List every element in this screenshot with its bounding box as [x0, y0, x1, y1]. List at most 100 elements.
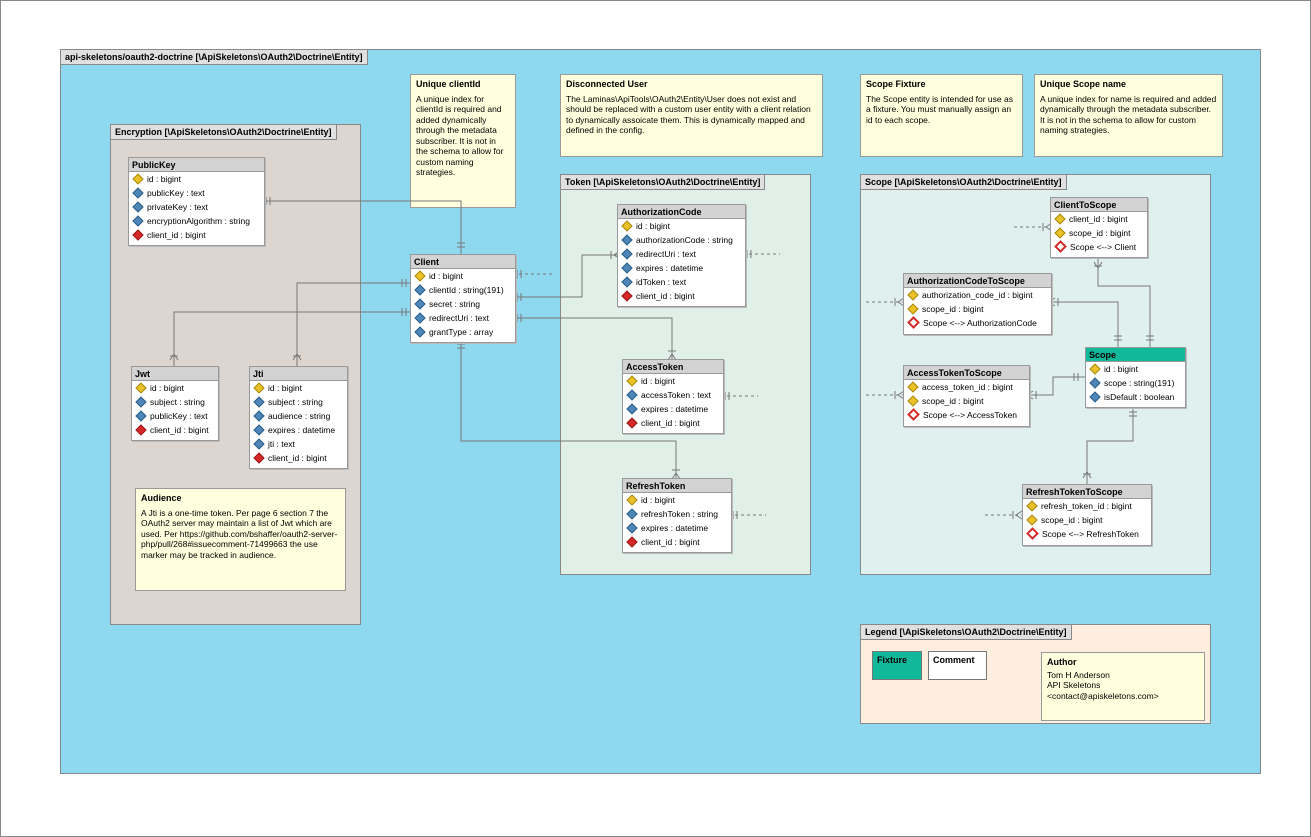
entity-attribute-row: refresh_token_id : bigint [1023, 499, 1151, 513]
entity-attribute-row: authorizationCode : string [618, 233, 745, 247]
entity-title: AccessTokenToScope [904, 366, 1029, 380]
entity-title: ClientToScope [1051, 198, 1147, 212]
entity-title: AuthorizationCode [618, 205, 745, 219]
foreign-key-icon [626, 536, 638, 548]
column-icon [621, 234, 633, 246]
entity-attribute-row: audience : string [250, 409, 347, 423]
entity-attribute-row: id : bigint [618, 219, 745, 233]
primary-key-icon [135, 382, 147, 394]
note-title: Audience [141, 493, 182, 503]
note-scope-fixture: Scope Fixture The Scope entity is intend… [860, 74, 1023, 157]
attribute-text: scope_id : bigint [1041, 515, 1103, 525]
entity-attribute-row: client_id : bigint [129, 228, 264, 242]
entity-attribute-row: expires : datetime [623, 521, 731, 535]
attribute-text: expires : datetime [636, 263, 704, 273]
primary-key-icon [621, 220, 633, 232]
note-text: The Scope entity is intended for use as … [866, 93, 1013, 125]
note-title: Unique Scope name [1040, 79, 1127, 89]
attribute-text: refreshToken : string [641, 509, 719, 519]
note-text: The Laminas\ApiTools\OAuth2\Entity\User … [566, 93, 811, 136]
attribute-text: redirectUri : text [636, 249, 696, 259]
note-unique-clientid: Unique clientId A unique index for clien… [410, 74, 516, 208]
entity-attribute-row: authorization_code_id : bigint [904, 288, 1051, 302]
entity-accesstokentoscope[interactable]: AccessTokenToScope access_token_id : big… [903, 365, 1030, 427]
column-icon [253, 424, 265, 436]
column-icon [253, 410, 265, 422]
entity-attribute-row: id : bigint [623, 374, 723, 388]
entity-refreshtokentoscope[interactable]: RefreshTokenToScope refresh_token_id : b… [1022, 484, 1152, 546]
attribute-text: id : bigint [641, 376, 676, 386]
attribute-text: Scope <--> RefreshToken [1042, 529, 1139, 539]
entity-authorizationcodetoscope[interactable]: AuthorizationCodeToScope authorization_c… [903, 273, 1052, 335]
attribute-text: secret : string [429, 299, 481, 309]
entity-attribute-row: scope_id : bigint [904, 394, 1029, 408]
primary-key-icon [1054, 213, 1066, 225]
entity-attribute-row: jti : text [250, 437, 347, 451]
entity-title: AuthorizationCodeToScope [904, 274, 1051, 288]
entity-attribute-row: Scope <--> AuthorizationCode [904, 316, 1051, 330]
note-text: A unique index for clientId is required … [416, 93, 504, 178]
entity-title: AccessToken [623, 360, 723, 374]
attribute-text: client_id : bigint [636, 291, 695, 301]
entity-attribute-row: scope_id : bigint [904, 302, 1051, 316]
note-unique-scope-name: Unique Scope name A unique index for nam… [1034, 74, 1223, 157]
main-package-title: api-skeletons/oauth2-doctrine [\ApiSkele… [61, 50, 368, 65]
entity-title: RefreshTokenToScope [1023, 485, 1151, 499]
column-icon [1089, 377, 1101, 389]
entity-attribute-row: idToken : text [618, 275, 745, 289]
entity-attribute-row: isDefault : boolean [1086, 390, 1185, 404]
entity-attribute-row: scope : string(191) [1086, 376, 1185, 390]
entity-attribute-row: client_id : bigint [623, 416, 723, 430]
entity-attribute-row: redirectUri : text [411, 311, 515, 325]
column-icon [132, 201, 144, 213]
entity-attribute-row: privateKey : text [129, 200, 264, 214]
primary-key-icon [907, 395, 919, 407]
attribute-text: jti : text [268, 439, 295, 449]
entity-attribute-row: client_id : bigint [250, 451, 347, 465]
attribute-text: encryptionAlgorithm : string [147, 216, 250, 226]
legend-comment: Comment [928, 651, 987, 680]
entity-attribute-row: expires : datetime [250, 423, 347, 437]
attribute-text: publicKey : text [150, 411, 208, 421]
attribute-text: privateKey : text [147, 202, 208, 212]
primary-key-icon [132, 173, 144, 185]
entity-accesstoken[interactable]: AccessToken id : bigint accessToken : tex… [622, 359, 724, 434]
note-audience: Audience A Jti is a one-time token. Per … [135, 488, 346, 591]
entity-attribute-row: Scope <--> RefreshToken [1023, 527, 1151, 541]
entity-attribute-row: grantType : array [411, 325, 515, 339]
scope-package-title: Scope [\ApiSkeletons\OAuth2\Doctrine\Ent… [861, 175, 1067, 190]
attribute-text: expires : datetime [641, 404, 709, 414]
column-icon [414, 284, 426, 296]
primary-key-icon [1026, 514, 1038, 526]
primary-key-icon [907, 303, 919, 315]
attribute-text: client_id : bigint [150, 425, 209, 435]
entity-attribute-row: secret : string [411, 297, 515, 311]
entity-attribute-row: access_token_id : bigint [904, 380, 1029, 394]
entity-attribute-row: id : bigint [623, 493, 731, 507]
attribute-text: scope : string(191) [1104, 378, 1175, 388]
entity-attribute-row: subject : string [132, 395, 218, 409]
attribute-text: redirectUri : text [429, 313, 489, 323]
attribute-text: refresh_token_id : bigint [1041, 501, 1132, 511]
column-icon [621, 276, 633, 288]
column-icon [132, 215, 144, 227]
primary-key-icon [1089, 363, 1101, 375]
entity-attribute-row: accessToken : text [623, 388, 723, 402]
attribute-text: Scope <--> AccessToken [923, 410, 1018, 420]
note-title: Unique clientId [416, 79, 481, 89]
entity-title: Jwt [132, 367, 218, 381]
column-icon [414, 326, 426, 338]
primary-key-icon [1026, 500, 1038, 512]
